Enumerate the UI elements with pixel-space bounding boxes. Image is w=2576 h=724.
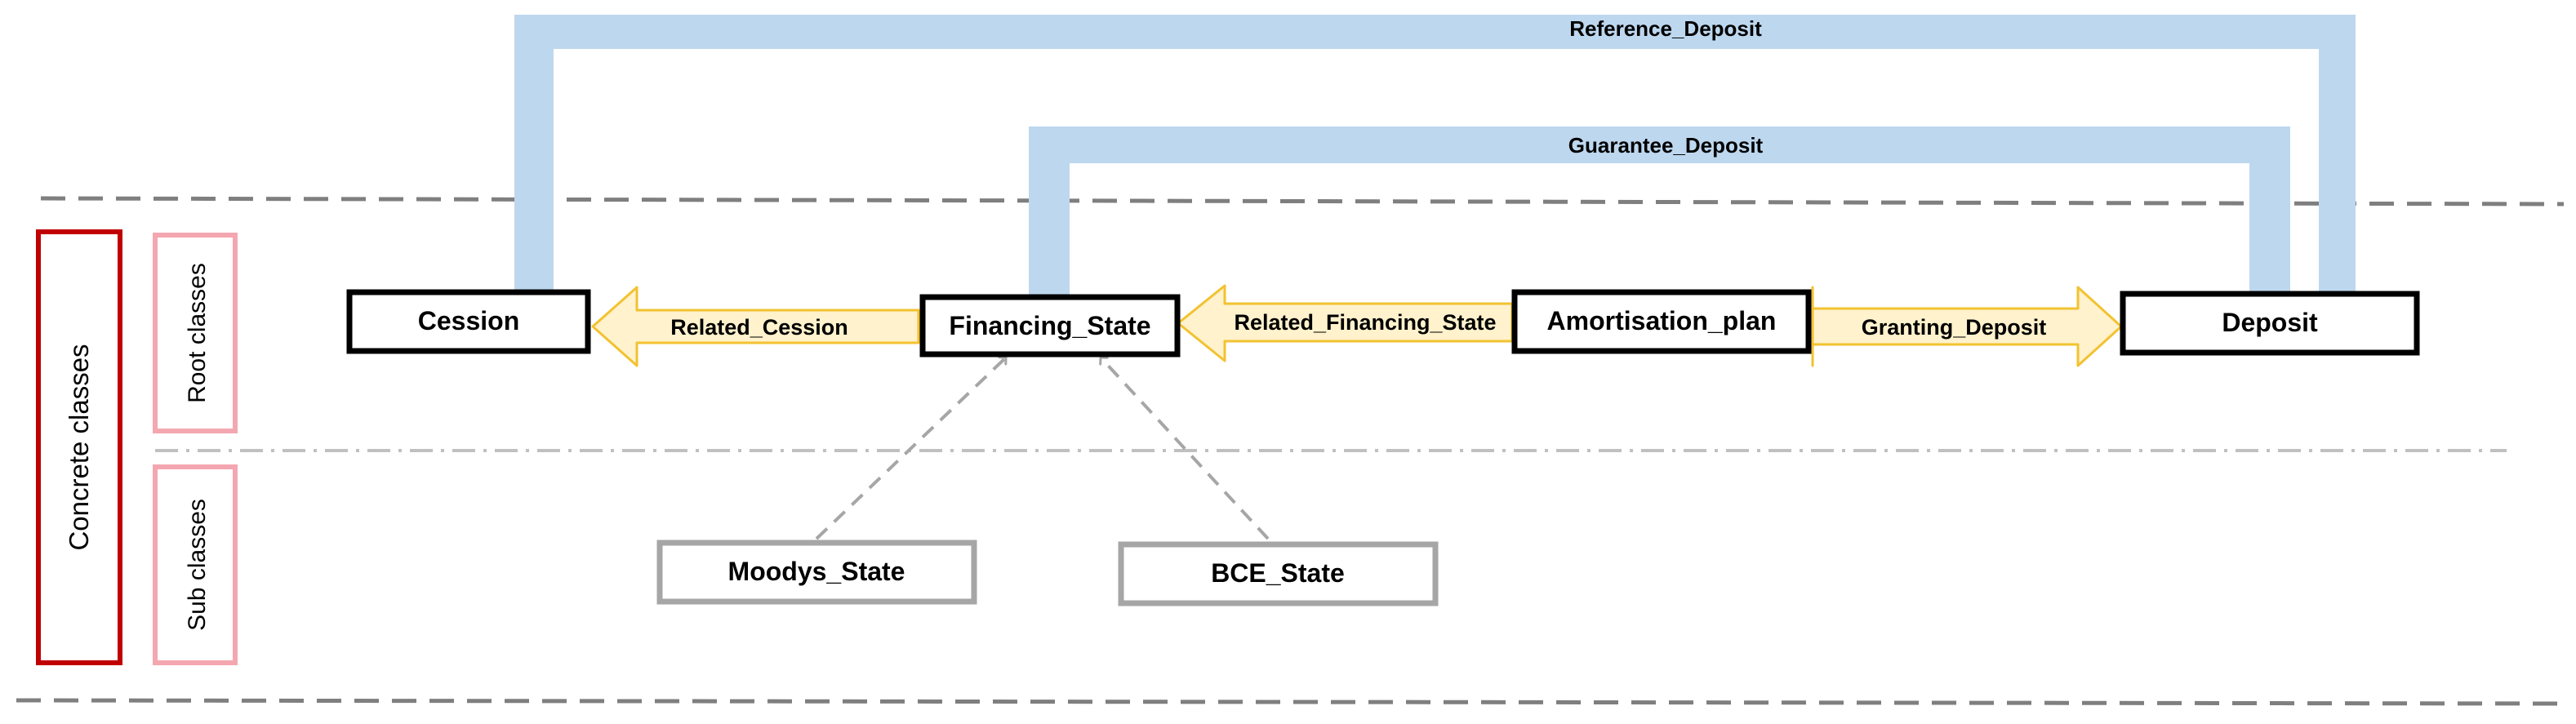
top-dashed-separator: [40, 196, 2565, 207]
class-box-financing-state[interactable]: Financing_State: [919, 294, 1181, 358]
guarantee-deposit-label: Guarantee_Deposit: [1568, 133, 1764, 158]
related-financing-state-label: Related_Financing_State: [1234, 310, 1496, 335]
class-name-bce-state: BCE_State: [1211, 558, 1345, 588]
class-name-moodys-state: Moodys_State: [728, 557, 905, 586]
granting-deposit-arrow: [1811, 286, 2123, 367]
class-box-deposit[interactable]: Deposit: [2120, 291, 2420, 356]
class-box-amortisation-plan[interactable]: Amortisation_plan: [1511, 289, 1812, 354]
guarantee-deposit-bracket: [1029, 127, 2290, 295]
root-classes-label: Root classes: [184, 263, 211, 403]
reference-deposit-bracket: [514, 15, 2356, 295]
class-box-bce-state[interactable]: BCE_State: [1118, 541, 1439, 606]
class-box-cession[interactable]: Cession: [346, 289, 591, 354]
class-name-financing-state: Financing_State: [949, 311, 1150, 340]
class-name-deposit: Deposit: [2222, 308, 2318, 337]
reference-deposit-label: Reference_Deposit: [1569, 16, 1762, 41]
granting-deposit-label: Granting_Deposit: [1862, 315, 2047, 340]
class-name-amortisation-plan: Amortisation_plan: [1547, 306, 1777, 335]
sub-classes-label: Sub classes: [184, 499, 211, 631]
bce-inherits-financing-line: [1101, 358, 1270, 540]
related-cession-label: Related_Cession: [670, 315, 848, 340]
bottom-dashed-separator: [16, 698, 2565, 706]
class-name-cession: Cession: [418, 306, 519, 335]
root-classes-legend: Root classes: [153, 233, 238, 433]
related-financing-state-arrow: [1177, 284, 1514, 362]
related-cession-arrow: [591, 286, 920, 367]
class-box-moodys-state[interactable]: Moodys_State: [656, 540, 977, 605]
concrete-classes-legend: Concrete classes: [36, 229, 122, 665]
concrete-classes-label: Concrete classes: [64, 344, 94, 550]
moodys-inherits-financing-line: [815, 358, 1006, 540]
sub-classes-legend: Sub classes: [153, 464, 238, 665]
